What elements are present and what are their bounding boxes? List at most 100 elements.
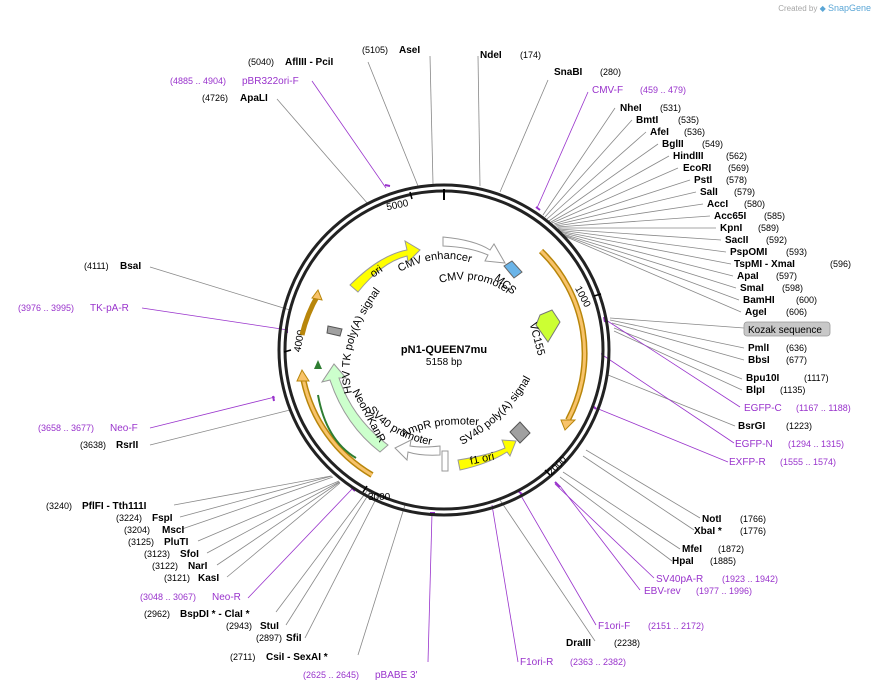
enzyme-label[interactable]: AgeI (745, 307, 767, 318)
cmv-enhancer-feature[interactable] (442, 236, 506, 264)
neor-kanr-feature[interactable] (320, 363, 389, 453)
primer-label[interactable]: EGFP-N (735, 439, 773, 450)
enzyme-label[interactable]: SacII (725, 235, 749, 246)
ampr-promoter-feature[interactable] (394, 439, 441, 462)
enzyme-label[interactable]: EcoRI (683, 163, 712, 174)
enzyme-label[interactable]: ApaLI (240, 93, 268, 104)
primer-label[interactable]: TK-pA-R (90, 303, 129, 314)
f1-ori-feature[interactable] (457, 439, 517, 471)
enzyme-label[interactable]: BspDI * - ClaI * (180, 609, 250, 620)
primer-pos: (3976 .. 3995) (18, 303, 74, 313)
enzyme-label[interactable]: HpaI (672, 556, 694, 567)
enzyme-label[interactable]: PspOMI (730, 247, 767, 258)
enzyme-label[interactable]: KpnI (720, 223, 742, 234)
enzyme-label[interactable]: BlpI (746, 385, 765, 396)
primer-pos: (1977 .. 1996) (696, 586, 752, 596)
mcs-marker[interactable] (503, 260, 523, 279)
enzyme-label[interactable]: StuI (260, 621, 279, 632)
neo-orange-arrowhead (296, 368, 310, 382)
primer-label[interactable]: EBV-rev (644, 586, 681, 597)
small-feature-box (441, 450, 449, 472)
ori-label: ori (368, 263, 385, 280)
enzyme-label[interactable]: PmlI (748, 343, 769, 354)
enzyme-pos: (1872) (718, 544, 744, 554)
enzyme-labels: NdeI (174) SnaBI (280) NheI (531) BmtI (… (46, 45, 851, 663)
primer-pos: (3048 .. 3067) (140, 592, 196, 602)
enzyme-label[interactable]: Acc65I (714, 211, 746, 222)
enzyme-label[interactable]: SnaBI (554, 67, 583, 78)
primer-label[interactable]: EXFP-R (729, 457, 766, 468)
enzyme-pos: (3240) (46, 501, 72, 511)
enzyme-label[interactable]: NarI (188, 561, 208, 572)
primer-label[interactable]: pBABE 3' (375, 670, 418, 681)
primer-leader-lines (141, 80, 741, 663)
enzyme-label[interactable]: BsrGI (738, 421, 765, 432)
small-orange-arc[interactable] (299, 293, 321, 336)
enzyme-leader-lines (149, 55, 745, 656)
enzyme-pos: (1135) (780, 385, 805, 395)
primer-label[interactable]: F1ori-R (520, 657, 553, 668)
enzyme-label[interactable]: CsiI - SexAI * (266, 652, 328, 663)
enzyme-label[interactable]: FspI (152, 513, 173, 524)
primer-pos: (2151 .. 2172) (648, 621, 704, 631)
enzyme-label[interactable]: SalI (700, 187, 718, 198)
enzyme-label[interactable]: Bpu10I (746, 373, 780, 384)
enzyme-label[interactable]: AseI (399, 45, 420, 56)
vc155-feature[interactable] (535, 309, 561, 343)
enzyme-label[interactable]: PluTI (164, 537, 189, 548)
enzyme-pos: (3122) (152, 561, 178, 571)
primer-label[interactable]: CMV-F (592, 85, 623, 96)
tick-5000 (409, 191, 413, 200)
enzyme-label[interactable]: BbsI (748, 355, 770, 366)
sv40-polya-marker[interactable] (509, 421, 531, 444)
enzyme-pos: (2238) (614, 638, 640, 648)
ori-feature[interactable] (349, 239, 421, 293)
kozak-badge[interactable] (743, 321, 831, 337)
enzyme-label[interactable]: BglII (662, 139, 684, 150)
enzyme-pos: (585) (764, 211, 785, 221)
enzyme-label[interactable]: MfeI (682, 544, 702, 555)
enzyme-label[interactable]: AccI (707, 199, 728, 210)
snapgene-logo-icon: ◆ (819, 4, 826, 13)
enzyme-label[interactable]: SmaI (740, 283, 764, 294)
enzyme-pos: (2897) (256, 633, 282, 643)
enzyme-label[interactable]: XbaI * (694, 526, 722, 537)
enzyme-pos: (578) (726, 175, 747, 185)
enzyme-label[interactable]: RsrII (116, 440, 138, 451)
enzyme-label[interactable]: BsaI (120, 261, 141, 272)
tick-2000 (544, 469, 551, 476)
primer-label[interactable]: SV40pA-R (656, 574, 703, 585)
enzyme-label[interactable]: NheI (620, 103, 642, 114)
primer-label[interactable]: F1ori-F (598, 621, 630, 632)
primer-label[interactable]: Neo-F (110, 423, 138, 434)
enzyme-pos: (1766) (740, 514, 766, 524)
enzyme-label[interactable]: SfiI (286, 633, 302, 644)
enzyme-label[interactable]: NdeI (480, 50, 502, 61)
primer-label[interactable]: Neo-R (212, 592, 241, 603)
enzyme-label[interactable]: BamHI (743, 295, 775, 306)
primer-label[interactable]: EGFP-C (744, 403, 782, 414)
enzyme-pos: (535) (678, 115, 699, 125)
enzyme-label[interactable]: PflFI - Tth111I (82, 501, 147, 512)
enzyme-pos: (2711) (230, 652, 255, 662)
enzyme-label[interactable]: PstI (694, 175, 713, 186)
hsv-tk-marker[interactable] (326, 325, 343, 337)
enzyme-label[interactable]: BmtI (636, 115, 658, 126)
enzyme-label[interactable]: AfeI (650, 127, 669, 138)
enzyme-label[interactable]: DraIII (566, 638, 591, 649)
backbone-outer (277, 183, 611, 517)
enzyme-label[interactable]: NotI (702, 514, 722, 525)
enzyme-label[interactable]: ApaI (737, 271, 759, 282)
enzyme-label[interactable]: MscI (162, 525, 184, 536)
enzyme-label[interactable]: AflIII - PciI (285, 57, 334, 68)
enzyme-pos: (596) (830, 259, 851, 269)
enzyme-label[interactable]: KasI (198, 573, 219, 584)
primer-label[interactable]: pBR322ori-F (242, 76, 299, 87)
tick-4000 (283, 349, 292, 353)
enzyme-label[interactable]: SfoI (180, 549, 199, 560)
enzyme-label[interactable]: TspMI - XmaI (734, 259, 795, 270)
enzyme-label[interactable]: HindIII (673, 151, 704, 162)
primer-pos: (3658 .. 3677) (38, 423, 94, 433)
primer-pos: (2363 .. 2382) (570, 657, 626, 667)
